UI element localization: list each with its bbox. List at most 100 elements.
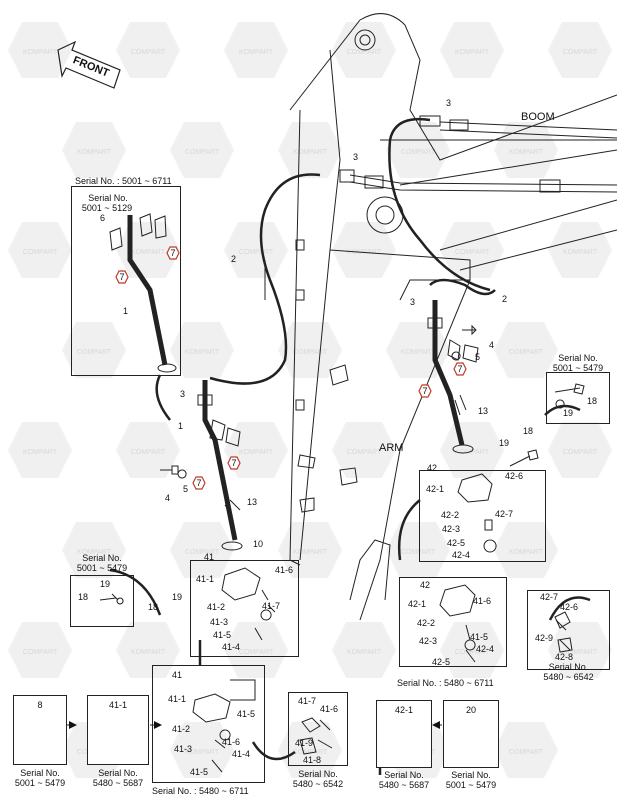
callout-42-1-b: 42-1: [408, 599, 427, 609]
callout-41-9: 41-9: [295, 738, 314, 748]
callout-42: 42: [427, 463, 438, 473]
serial-value-5001-5479-right: 5001 ~ 5479: [552, 363, 604, 373]
callout-41-6-d: 41-6: [320, 704, 339, 714]
hex-callout-7-e: 7: [453, 362, 467, 376]
thumbnail-8-label: 8: [37, 700, 43, 710]
boom-label: BOOM: [521, 111, 555, 123]
callout-41-5-b: 41-5: [470, 632, 489, 642]
callout-19-d: 19: [172, 592, 183, 602]
callout-42-8: 42-8: [555, 652, 574, 662]
callout-4-a: 4: [489, 340, 495, 350]
callout-41-5-d: 41-5: [190, 767, 209, 777]
thumbnail-42-1-label: 42-1: [394, 705, 413, 715]
callout-3-d: 3: [180, 389, 186, 399]
callout-41-6: 41-6: [275, 565, 294, 575]
serial-label-mid: Serial No.: [298, 769, 338, 779]
callout-18-b: 18: [587, 396, 598, 406]
callout-41-b: 41: [172, 670, 183, 680]
callout-41-1-b: 41-1: [168, 694, 187, 704]
hex-callout-7-c-label: 7: [231, 458, 237, 468]
inset-box-serial-5001-5479-right: [546, 372, 610, 424]
callout-1-a: 1: [178, 421, 184, 431]
callout-42-3: 42-3: [442, 524, 461, 534]
callout-19-c: 19: [100, 579, 111, 589]
inset-box-pipe-5001-6711: [71, 186, 181, 376]
hex-callout-7-a: 7: [166, 246, 180, 260]
callout-41-1: 41-1: [196, 574, 215, 584]
callout-42-3-b: 42-3: [419, 636, 438, 646]
serial-label-right-2: Serial No.: [548, 662, 589, 672]
inset-box-valve-42-5480-6542: [527, 590, 610, 670]
serial-value-thumb-42-1: 5480 ~ 5687: [378, 780, 430, 790]
callout-42-4: 42-4: [452, 550, 471, 560]
valve-blocks: [99, 383, 585, 773]
callout-3-a: 3: [446, 98, 452, 108]
callout-41-2-b: 41-2: [172, 724, 191, 734]
callout-41-8: 41-8: [303, 755, 322, 765]
serial-label-5480-6711-b: Serial No. : 5480 ~ 6711: [152, 786, 249, 796]
serial-label-thumb-8: Serial No.: [20, 768, 60, 778]
inset-box-valve-42: [419, 470, 546, 562]
hex-callout-7-d-label: 7: [196, 478, 202, 488]
serial-value-5480-6542-a: 5480 ~ 6542: [543, 672, 594, 682]
serial-label-5480-6711-a: Serial No. : 5480 ~ 6711: [397, 678, 494, 688]
thumbnail-41-1: 41-1: [87, 695, 149, 765]
hex-callout-7-d: 7: [192, 476, 206, 490]
callout-18-a: 18: [523, 426, 534, 436]
inset-box-valve-42-5480: [399, 577, 507, 667]
serial-label-thumb-20: Serial No.: [451, 770, 491, 780]
callout-42-1: 42-1: [426, 484, 445, 494]
callout-42-9: 42-9: [535, 633, 554, 643]
hex-callout-7-b: 7: [115, 270, 129, 284]
serial-label-top: Serial No.: [88, 193, 128, 203]
callout-41-7-b: 41-7: [298, 696, 317, 706]
callout-13-b: 13: [247, 497, 258, 507]
callout-13-a: 13: [478, 406, 489, 416]
callout-42-b: 42: [420, 580, 431, 590]
thumbnail-8: 8: [13, 695, 67, 765]
left-pipe-assembly: [160, 380, 243, 551]
inset-pipe-5001-6711: [109, 213, 177, 373]
callout-41-3-b: 41-3: [174, 744, 193, 754]
serial-label-thumb-41-1: Serial No.: [98, 768, 138, 778]
callout-41-7: 41-7: [262, 601, 281, 611]
thumbnail-41-1-label: 41-1: [108, 700, 127, 710]
callout-41-4-b: 41-4: [232, 749, 251, 759]
serial-label-left: Serial No.: [82, 553, 122, 563]
callout-2-b: 2: [502, 294, 508, 304]
callout-19-a: 19: [499, 438, 510, 448]
hex-callout-7-b-label: 7: [119, 272, 125, 282]
callout-5-a: 5: [475, 352, 481, 362]
inset-box-valve-41-5480-6542: [288, 692, 348, 766]
right-pipe-assembly: [427, 300, 539, 467]
callout-42-4-b: 42-4: [476, 644, 495, 654]
callout-42-2: 42-2: [441, 510, 460, 520]
inset-box-serial-5001-5479-left: [70, 575, 134, 627]
serial-label-thumb-42-1: Serial No.: [384, 770, 424, 780]
callout-42-7: 42-7: [495, 509, 514, 519]
callout-41-5-c: 41-5: [237, 709, 256, 719]
callout-6: 6: [100, 213, 106, 223]
serial-label-right: Serial No.: [558, 353, 598, 363]
boom-hoses: [209, 117, 496, 385]
hex-callout-7-e-label: 7: [457, 364, 463, 374]
callout-42-5-b: 42-5: [432, 657, 451, 667]
callout-41-6-c: 41-6: [222, 737, 241, 747]
callout-2-a: 2: [231, 254, 237, 264]
callout-41: 41: [204, 552, 215, 562]
callout-4-b: 4: [165, 493, 171, 503]
callout-41-6-b: 41-6: [473, 596, 492, 606]
callout-3-c: 3: [410, 297, 416, 307]
serial-value-thumb-20: 5001 ~ 5479: [445, 780, 497, 790]
hex-callout-7-f: 7: [418, 384, 432, 398]
callout-1-inset: 1: [123, 306, 129, 316]
hex-callout-7-a-label: 7: [170, 248, 176, 258]
serial-value-thumb-41-1: 5480 ~ 5687: [92, 778, 144, 788]
serial-value-5001-5479-left: 5001 ~ 5479: [76, 563, 128, 573]
hex-callout-7-c: 7: [227, 456, 241, 470]
callout-42-2-b: 42-2: [417, 618, 436, 628]
thumbnail-42-1: 42-1: [376, 700, 432, 768]
callout-42-7-b: 42-7: [540, 592, 559, 602]
callout-3-b: 3: [353, 152, 359, 162]
serial-label-5001-6711: Serial No. : 5001 ~ 6711: [75, 176, 172, 186]
